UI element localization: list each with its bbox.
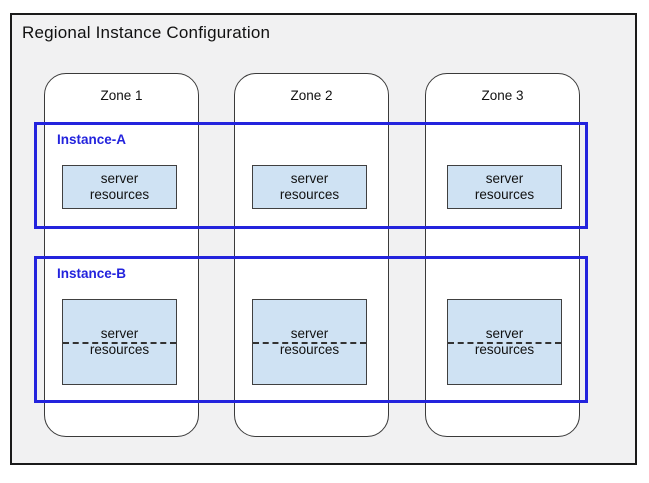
resource-box-instance-a-zone-3: server resources [447, 165, 562, 209]
resource-label-line2: resources [474, 187, 535, 202]
instance-b-label: Instance-B [57, 266, 127, 281]
instance-a-label: Instance-A [57, 132, 127, 147]
resource-label-line1: server [290, 326, 329, 342]
resource-label-line1: server [100, 326, 139, 342]
resource-label-line2: resources [279, 342, 340, 357]
resource-box-instance-a-zone-1: server resources [62, 165, 177, 209]
resource-box-instance-a-zone-2: server resources [252, 165, 367, 209]
resource-label-line1: server [485, 171, 524, 187]
resource-box-instance-b-zone-1: server resources [62, 299, 177, 385]
resource-label-line2: resources [89, 187, 150, 202]
zone-2-label: Zone 2 [290, 88, 333, 103]
zone-3-label: Zone 3 [481, 88, 524, 103]
instance-b-group: Instance-B [34, 256, 588, 403]
resource-split-divider [63, 342, 176, 344]
resource-split-divider [253, 342, 366, 344]
resource-label-line2: resources [89, 342, 150, 357]
zone-1-label: Zone 1 [100, 88, 143, 103]
resource-label-line1: server [290, 171, 329, 187]
resource-label-line1: server [100, 171, 139, 187]
diagram-title: Regional Instance Configuration [22, 23, 271, 42]
resource-label-line2: resources [279, 187, 340, 202]
resource-box-instance-b-zone-3: server resources [447, 299, 562, 385]
resource-box-instance-b-zone-2: server resources [252, 299, 367, 385]
resource-split-divider [448, 342, 561, 344]
instance-a-group: Instance-A [34, 122, 588, 229]
resource-label-line1: server [485, 326, 524, 342]
resource-label-line2: resources [474, 342, 535, 357]
